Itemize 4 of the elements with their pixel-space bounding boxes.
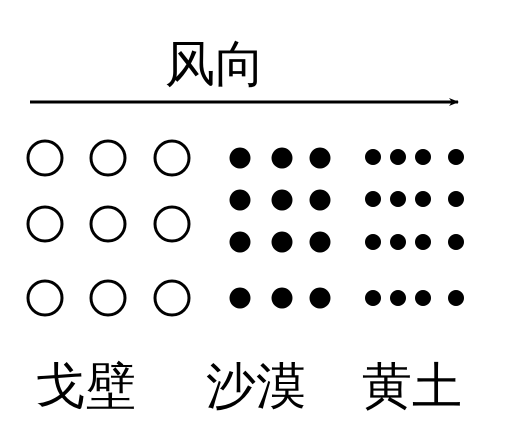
terrain-label: 戈壁 [36,358,136,414]
terrain-label: 沙漠 [206,358,306,414]
terrain-label: 黄土 [362,358,462,414]
direction-label: 风向 [165,36,265,92]
